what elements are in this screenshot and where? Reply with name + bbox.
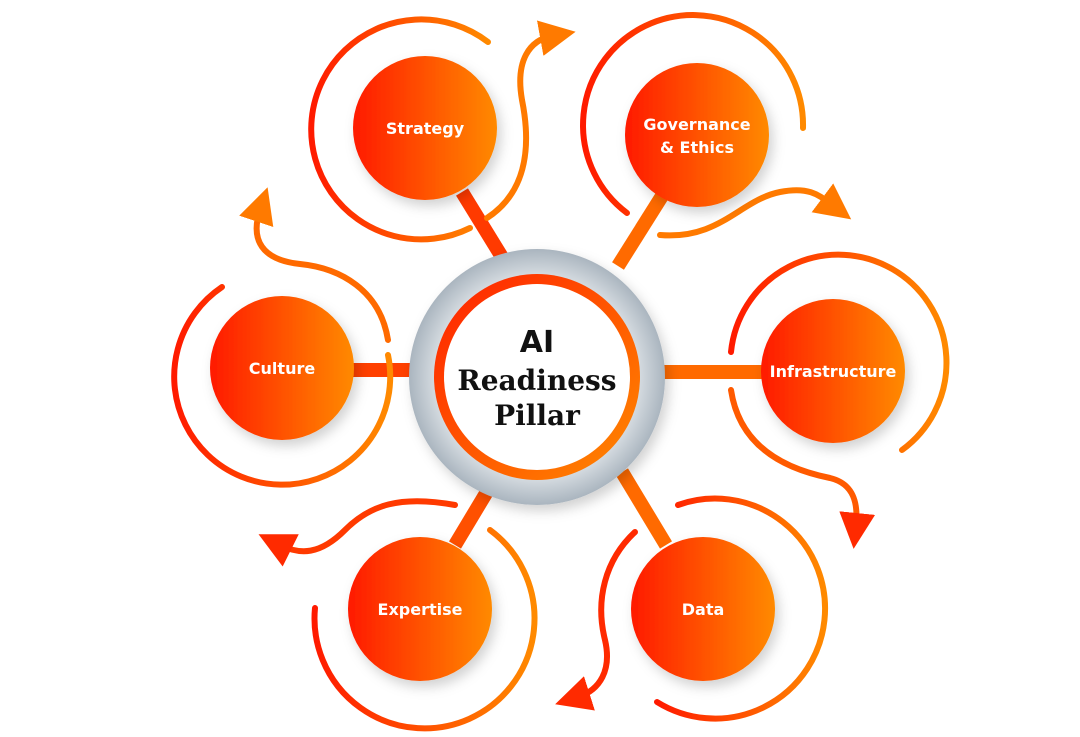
pillar-data[interactable]: Data: [555, 495, 829, 722]
governance-orbit-arc: [580, 12, 807, 216]
infrastructure-node: [761, 299, 905, 443]
strategy-orbit-arc: [308, 16, 491, 243]
data-flow-arrow: [555, 529, 638, 711]
data-orbit-arc: [654, 495, 829, 722]
hub-title-ai: AI: [520, 325, 554, 360]
expertise-label: Expertise: [378, 600, 463, 619]
pillar-governance-ethics[interactable]: Governance & Ethics: [580, 12, 852, 239]
culture-flow-arrow: [239, 187, 391, 343]
culture-node: [210, 296, 354, 440]
hub-center: [444, 284, 630, 470]
culture-orbit-arc: [171, 284, 394, 488]
spoke-data: [616, 468, 672, 549]
spoke-governance: [612, 192, 668, 270]
culture-label: Culture: [249, 359, 316, 378]
pillar-strategy[interactable]: Strategy: [308, 16, 576, 243]
infrastructure-flow-arrow: [728, 387, 876, 549]
expertise-orbit-arc: [311, 527, 538, 732]
hub-title-readiness: Readiness: [457, 364, 616, 397]
expertise-node: [348, 537, 492, 681]
governance-label-line2: & Ethics: [660, 138, 734, 157]
hub: AI Readiness Pillar: [409, 249, 665, 505]
data-label: Data: [682, 600, 725, 619]
pillar-culture[interactable]: Culture: [171, 187, 394, 488]
governance-node: [625, 63, 769, 207]
strategy-flow-arrow: [484, 20, 576, 221]
strategy-node: [353, 56, 497, 200]
expertise-flow-arrow: [258, 498, 458, 567]
hub-title-pillar: Pillar: [494, 399, 581, 432]
governance-flow-arrow: [657, 183, 852, 239]
infrastructure-label: Infrastructure: [770, 362, 897, 381]
pillar-infrastructure[interactable]: Infrastructure: [728, 251, 950, 549]
spoke-strategy: [456, 188, 511, 266]
governance-label-line1: Governance: [643, 115, 750, 134]
data-node: [631, 537, 775, 681]
pillar-expertise[interactable]: Expertise: [258, 498, 538, 732]
strategy-label: Strategy: [386, 119, 465, 138]
infrastructure-orbit-arc: [728, 251, 950, 453]
